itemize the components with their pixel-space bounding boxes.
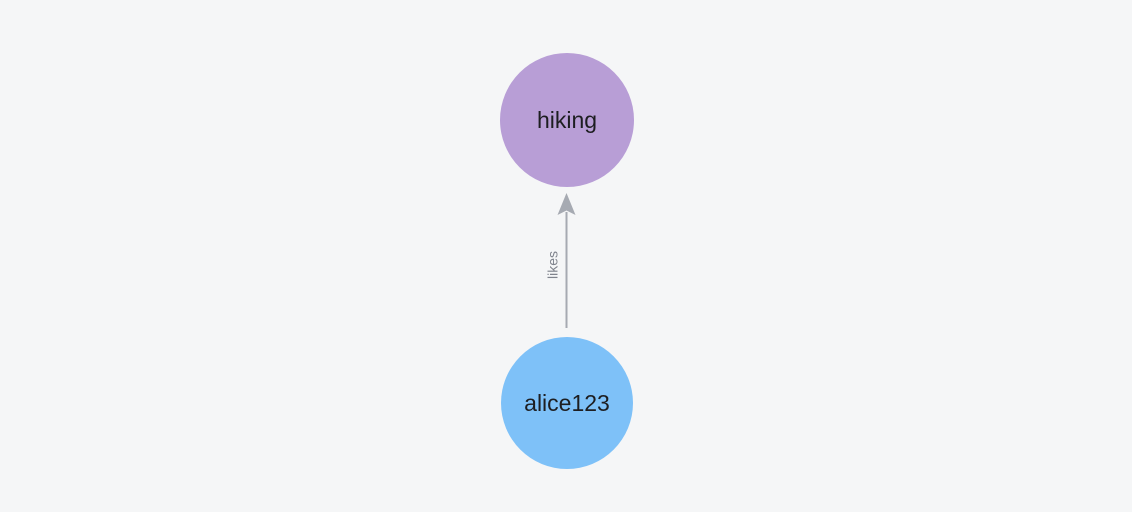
edge-likes[interactable]: likes <box>545 193 576 328</box>
edge-arrowhead-icon <box>557 193 576 215</box>
edge-label[interactable]: likes <box>545 251 561 279</box>
node-label: hiking <box>537 107 597 133</box>
node-hiking-circle[interactable] <box>500 53 634 187</box>
node-alice123-circle[interactable] <box>501 337 633 469</box>
node-alice123[interactable]: alice123 <box>501 337 633 469</box>
node-hiking[interactable]: hiking <box>500 53 634 187</box>
node-label: alice123 <box>524 390 610 416</box>
